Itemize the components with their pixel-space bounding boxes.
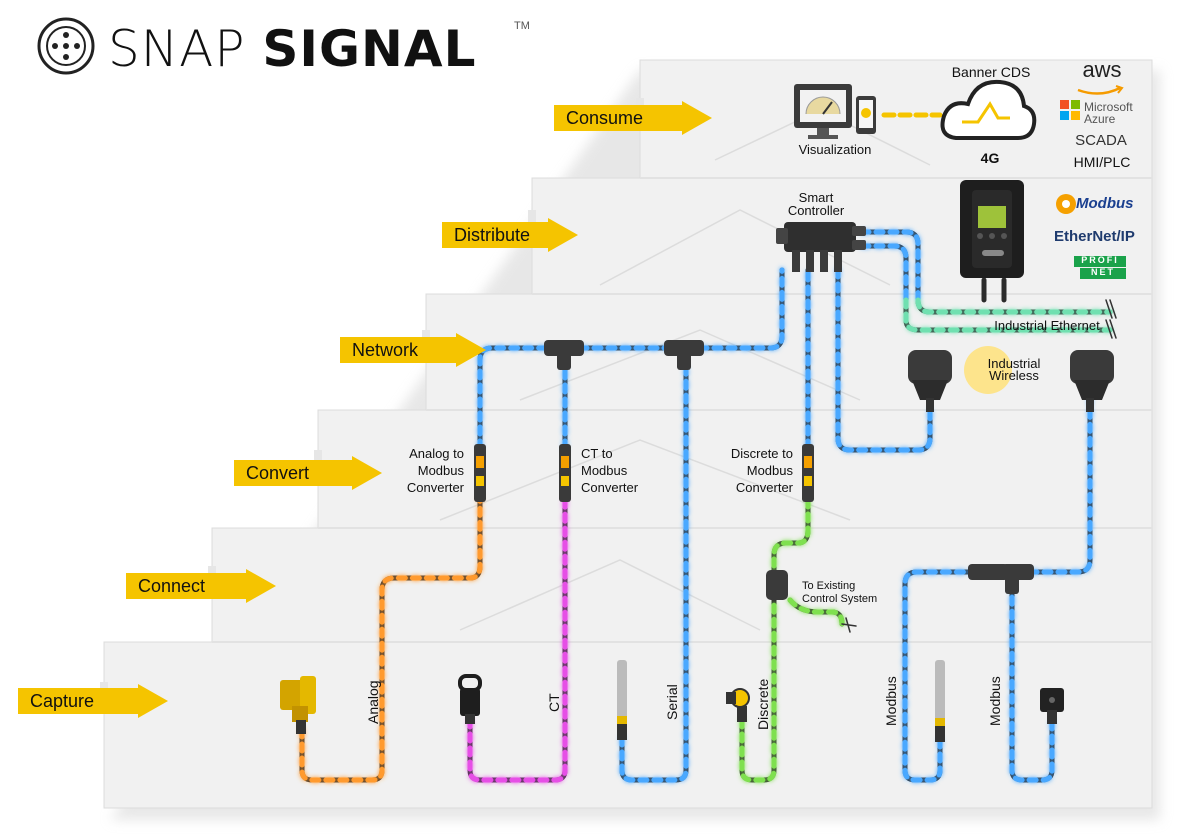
network-signal	[477, 267, 785, 451]
arrow-head-icon	[682, 101, 712, 135]
scada-label: SCADA	[1075, 132, 1127, 149]
stage-label-consume: Consume	[554, 105, 682, 131]
ethernetip-logo: EtherNet/IP	[1054, 228, 1135, 245]
brand-light: SNAP	[108, 20, 263, 78]
discrete-signal	[739, 597, 777, 783]
existing-label-2: Control System	[802, 593, 878, 605]
profinet-logo-2: NET	[1091, 267, 1115, 277]
stage-arrow-convert: Convert	[234, 456, 382, 490]
ethernet-signal-1b	[915, 297, 1113, 315]
stage-arrow-network: Network	[340, 333, 486, 367]
stage-arrow-capture: Capture	[18, 684, 168, 718]
wireless-signal	[835, 267, 933, 453]
azure-label-2: Azure	[1084, 112, 1116, 126]
stage-label-distribute: Distribute	[442, 222, 548, 248]
analog-converter-label-3: Converter	[406, 480, 464, 495]
profinet-logo-shape	[1074, 256, 1126, 279]
platform-marks	[1060, 85, 1124, 120]
smart-controller-device	[776, 222, 866, 272]
stage-label-convert: Convert	[234, 460, 352, 486]
brand-bold: SIGNAL	[262, 20, 477, 78]
trademark: TM	[514, 20, 530, 32]
connector-icon	[37, 17, 95, 75]
existing-signal	[787, 597, 845, 627]
serial-signal	[619, 367, 689, 783]
link-label: 4G	[980, 150, 1000, 166]
controller-label-2: Controller	[787, 203, 845, 218]
signal-label-analog: Analog	[365, 680, 381, 724]
cloud-label: Banner CDS	[951, 64, 1031, 80]
modbus-signal-2	[1009, 587, 1055, 783]
stage-label-capture: Capture	[18, 688, 138, 714]
ct-converter-label-3: Converter	[581, 480, 639, 495]
discrete-converter-label-2: Modbus	[746, 463, 793, 478]
signal-label-discrete: Discrete	[755, 678, 771, 730]
dxm-controller-device	[960, 180, 1024, 278]
azure-label-1: Microsoft	[1084, 100, 1133, 114]
discrete-converter-label-1: Discrete to	[730, 446, 793, 461]
signal-label-modbus-2: Modbus	[987, 676, 1003, 726]
wireless-label-1: Industrial	[987, 356, 1041, 371]
ct-signal	[467, 495, 568, 783]
arrow-head-icon	[456, 333, 486, 367]
profinet-logo-1: PROFI	[1081, 255, 1119, 265]
monitor-device	[794, 84, 876, 139]
arrow-head-icon	[246, 569, 276, 603]
modbus-trunk-signal	[1027, 397, 1093, 575]
industrial-ethernet-label: Industrial Ethernet	[994, 318, 1100, 333]
analog-signal	[299, 495, 483, 783]
wireless-nodes	[908, 346, 1114, 412]
aws-label: aws	[1082, 57, 1122, 82]
hmi-label: HMI/PLC	[1073, 154, 1131, 170]
ethernet-signal-2	[859, 243, 909, 303]
stage-label-connect: Connect	[126, 573, 246, 599]
converter-modules	[474, 444, 814, 502]
sensor-devices	[280, 660, 1064, 742]
existing-label-1: To Existing	[802, 580, 856, 592]
t-connectors	[544, 340, 1034, 600]
controller-label-1: Smart	[798, 190, 834, 205]
arrow-head-icon	[548, 218, 578, 252]
stage-arrow-distribute: Distribute	[442, 218, 578, 252]
network-trunk	[477, 267, 785, 451]
signal-label-ct: CT	[546, 693, 562, 712]
signal-label-modbus-1: Modbus	[883, 676, 899, 726]
arrow-head-icon	[138, 684, 168, 718]
ethernet-signal-1	[859, 229, 921, 303]
discrete-signal-upper	[771, 495, 811, 583]
modbus-cable-2	[1009, 587, 1055, 783]
modbus-logo: Modbus	[1076, 195, 1134, 212]
ct-cable	[467, 495, 568, 783]
cloud-shape	[940, 79, 1037, 140]
wireless-label-2: Wireless	[989, 368, 1039, 383]
brand-logo: SNAP SIGNAL TM	[36, 16, 556, 80]
analog-cable	[299, 495, 483, 783]
stage-label-network: Network	[340, 337, 456, 363]
modbus-trunk	[1027, 397, 1093, 575]
signal-label-serial: Serial	[664, 684, 680, 720]
ct-converter-label-1: CT to	[581, 446, 613, 461]
visualization-label: Visualization	[798, 142, 872, 157]
discrete-converter-label-3: Converter	[735, 480, 793, 495]
arrow-head-icon	[352, 456, 382, 490]
modbus-signal-1	[902, 569, 975, 783]
analog-converter-label-2: Modbus	[417, 463, 464, 478]
modbus-logo-shape	[1056, 194, 1076, 214]
ethernet-signal-2b	[903, 297, 1113, 333]
stage-arrow-connect: Connect	[126, 569, 276, 603]
analog-converter-label-1: Analog to	[409, 446, 464, 461]
brand-name: SNAP SIGNAL	[108, 20, 476, 78]
ct-converter-label-2: Modbus	[581, 463, 628, 478]
stage-arrow-consume: Consume	[554, 101, 712, 135]
